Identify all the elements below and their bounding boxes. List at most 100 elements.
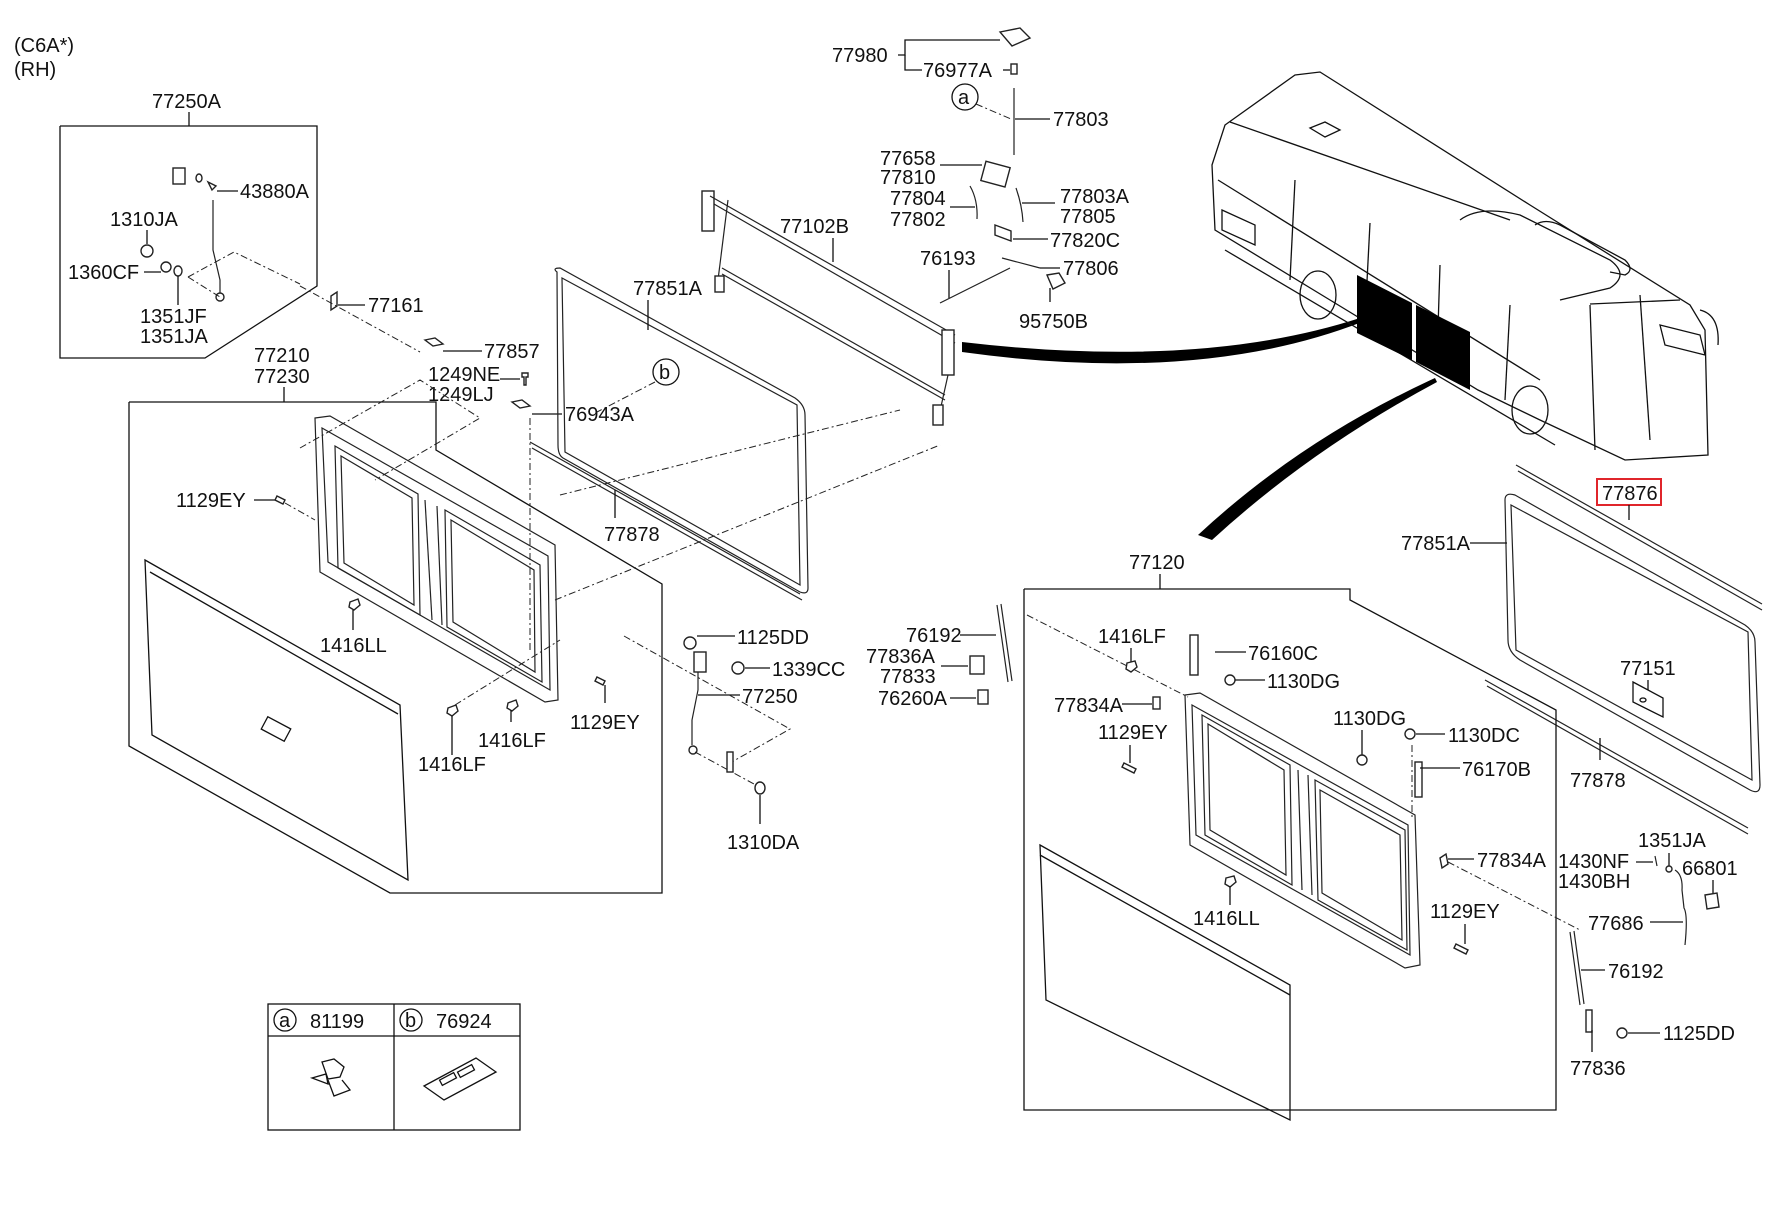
part-77857[interactable]	[423, 337, 445, 347]
part-label-1416ll-left[interactable]: 1416LL	[320, 635, 387, 657]
part-label-1360cf[interactable]: 1360CF	[68, 262, 139, 284]
legend-b-part[interactable]: 76924	[436, 1011, 492, 1033]
part-76170b[interactable]	[1414, 761, 1423, 798]
part-label-77857[interactable]: 77857	[484, 341, 540, 363]
door-frame-77210[interactable]	[314, 415, 559, 703]
part-77836[interactable]	[1585, 1009, 1593, 1033]
part-label-1416lf-right[interactable]: 1416LF	[1098, 626, 1166, 648]
part-label-77876[interactable]: 77876	[1602, 483, 1658, 505]
part-1129ey[interactable]	[274, 495, 286, 505]
rod-77250[interactable]	[691, 672, 699, 745]
part-label-95750b[interactable]: 95750B	[1019, 311, 1088, 333]
part-label-76260a[interactable]: 76260A	[878, 688, 948, 710]
part-1310ja[interactable]	[140, 244, 154, 258]
part-76160c[interactable]	[1189, 634, 1199, 676]
part-43880a[interactable]	[206, 180, 218, 192]
part-label-1249ne[interactable]: 1249NE	[428, 364, 500, 386]
part-label-1351ja[interactable]: 1351JA	[140, 326, 208, 348]
part-label-1416lf-lower[interactable]: 1416LF	[418, 754, 486, 776]
part-label-77802[interactable]: 77802	[890, 209, 946, 231]
part-1339cc[interactable]	[731, 661, 745, 675]
part-label-77980[interactable]: 77980	[832, 45, 888, 67]
part-1129ey-right[interactable]	[1121, 762, 1137, 774]
part-1416ll-right[interactable]	[1224, 875, 1237, 888]
part-label-1130dg-top[interactable]: 1130DG	[1267, 671, 1340, 693]
part-1310da[interactable]	[754, 781, 766, 795]
part-label-77851a-left[interactable]: 77851A	[633, 278, 703, 300]
part-label-76192-left[interactable]: 76192	[906, 625, 962, 647]
part-95750b[interactable]	[1046, 272, 1066, 290]
part-label-77803[interactable]: 77803	[1053, 109, 1109, 131]
part-label-1416lf-upper[interactable]: 1416LF	[478, 730, 546, 752]
part-1130dc[interactable]	[1404, 728, 1416, 740]
part-77834a[interactable]	[1152, 696, 1161, 710]
part-label-77805[interactable]: 77805	[1060, 206, 1116, 228]
part-label-76192-right[interactable]: 76192	[1608, 961, 1664, 983]
part-label-77250a[interactable]: 77250A	[152, 91, 222, 113]
part-1125dd-right[interactable]	[1616, 1027, 1628, 1039]
part-label-1125dd-right[interactable]: 1125DD	[1663, 1023, 1735, 1045]
gas-strut-76192-left[interactable]	[996, 603, 1013, 683]
part-label-77250[interactable]: 77250	[742, 686, 798, 708]
part-label-77878-left[interactable]: 77878	[604, 524, 660, 546]
part-77834a-right[interactable]	[1439, 852, 1449, 870]
part-label-76193[interactable]: 76193	[920, 248, 976, 270]
part-77820c[interactable]	[994, 223, 1012, 243]
glass-assembly-right[interactable]	[1484, 464, 1763, 835]
part-label-1130dc[interactable]: 1130DC	[1448, 725, 1520, 747]
part-76260a[interactable]	[977, 689, 989, 705]
part-label-43880a[interactable]: 43880A	[240, 181, 310, 203]
part-1416lf-2[interactable]	[506, 699, 519, 712]
part-1416lf-right[interactable]	[1125, 660, 1138, 673]
part-label-1416ll-right[interactable]: 1416LL	[1193, 908, 1260, 930]
part-label-77151[interactable]: 77151	[1620, 658, 1676, 680]
part-label-76160c[interactable]: 76160C	[1248, 643, 1318, 665]
part-66801[interactable]	[1704, 892, 1720, 910]
part-label-1129ey-right[interactable]: 1129EY	[1098, 722, 1168, 744]
part-label-1351ja-right[interactable]: 1351JA	[1638, 830, 1706, 852]
part-1416lf[interactable]	[446, 704, 459, 717]
part-label-77686[interactable]: 77686	[1588, 913, 1644, 935]
part-77836a[interactable]	[969, 655, 985, 675]
part-label-77878-right[interactable]: 77878	[1570, 770, 1626, 792]
part-label-77836[interactable]: 77836	[1570, 1058, 1626, 1080]
part-1416ll[interactable]	[348, 598, 361, 611]
part-1351ja[interactable]	[1665, 865, 1673, 873]
part-label-1310da[interactable]: 1310DA	[727, 832, 800, 854]
part-label-1339cc[interactable]: 1339CC	[772, 659, 845, 681]
part-label-77833[interactable]: 77833	[880, 666, 936, 688]
hinge-frame-77102b[interactable]	[701, 190, 956, 426]
weatherstrip-77878[interactable]	[529, 441, 803, 601]
part-1130dg-top[interactable]	[1224, 674, 1236, 686]
part-1130dg-mid[interactable]	[1356, 754, 1368, 766]
part-label-77836a[interactable]: 77836A	[866, 646, 936, 668]
part-label-77230[interactable]: 77230	[254, 366, 310, 388]
part-label-77803a[interactable]: 77803A	[1060, 186, 1130, 208]
part-label-1351jf[interactable]: 1351JF	[140, 306, 207, 328]
part-label-1129ey-left[interactable]: 1129EY	[176, 490, 246, 512]
part-label-77658[interactable]: 77658	[880, 148, 936, 170]
part-label-77851a-right[interactable]: 77851A	[1401, 533, 1471, 555]
part-76977a[interactable]	[1010, 63, 1018, 75]
part-1249ne[interactable]	[521, 372, 529, 386]
legend-a-part[interactable]: 81199	[310, 1011, 364, 1033]
part-77980[interactable]	[998, 27, 1032, 47]
part-label-1430nf[interactable]: 1430NF	[1558, 851, 1629, 873]
part-77658[interactable]	[979, 160, 1012, 188]
part-label-77834a-left[interactable]: 77834A	[1054, 695, 1124, 717]
gas-strut-76192-right[interactable]	[1569, 930, 1585, 1006]
part-label-1130dg-mid[interactable]: 1130DG	[1333, 708, 1406, 730]
part-label-1125dd[interactable]: 1125DD	[737, 627, 809, 649]
part-label-77810[interactable]: 77810	[880, 167, 936, 189]
part-label-77210[interactable]: 77210	[254, 345, 310, 367]
callout-a[interactable]	[951, 83, 979, 111]
part-label-1310ja[interactable]: 1310JA	[110, 209, 178, 231]
part-77151[interactable]	[1632, 680, 1664, 719]
part-label-77834a-right[interactable]: 77834A	[1477, 850, 1547, 872]
part-label-77161[interactable]: 77161	[368, 295, 424, 317]
door-frame-77120[interactable]	[1184, 692, 1421, 969]
part-label-76943a[interactable]: 76943A	[565, 404, 635, 426]
callout-b[interactable]	[652, 358, 680, 386]
part-label-76977a[interactable]: 76977A	[923, 60, 993, 82]
part-label-77102b[interactable]: 77102B	[780, 216, 849, 238]
